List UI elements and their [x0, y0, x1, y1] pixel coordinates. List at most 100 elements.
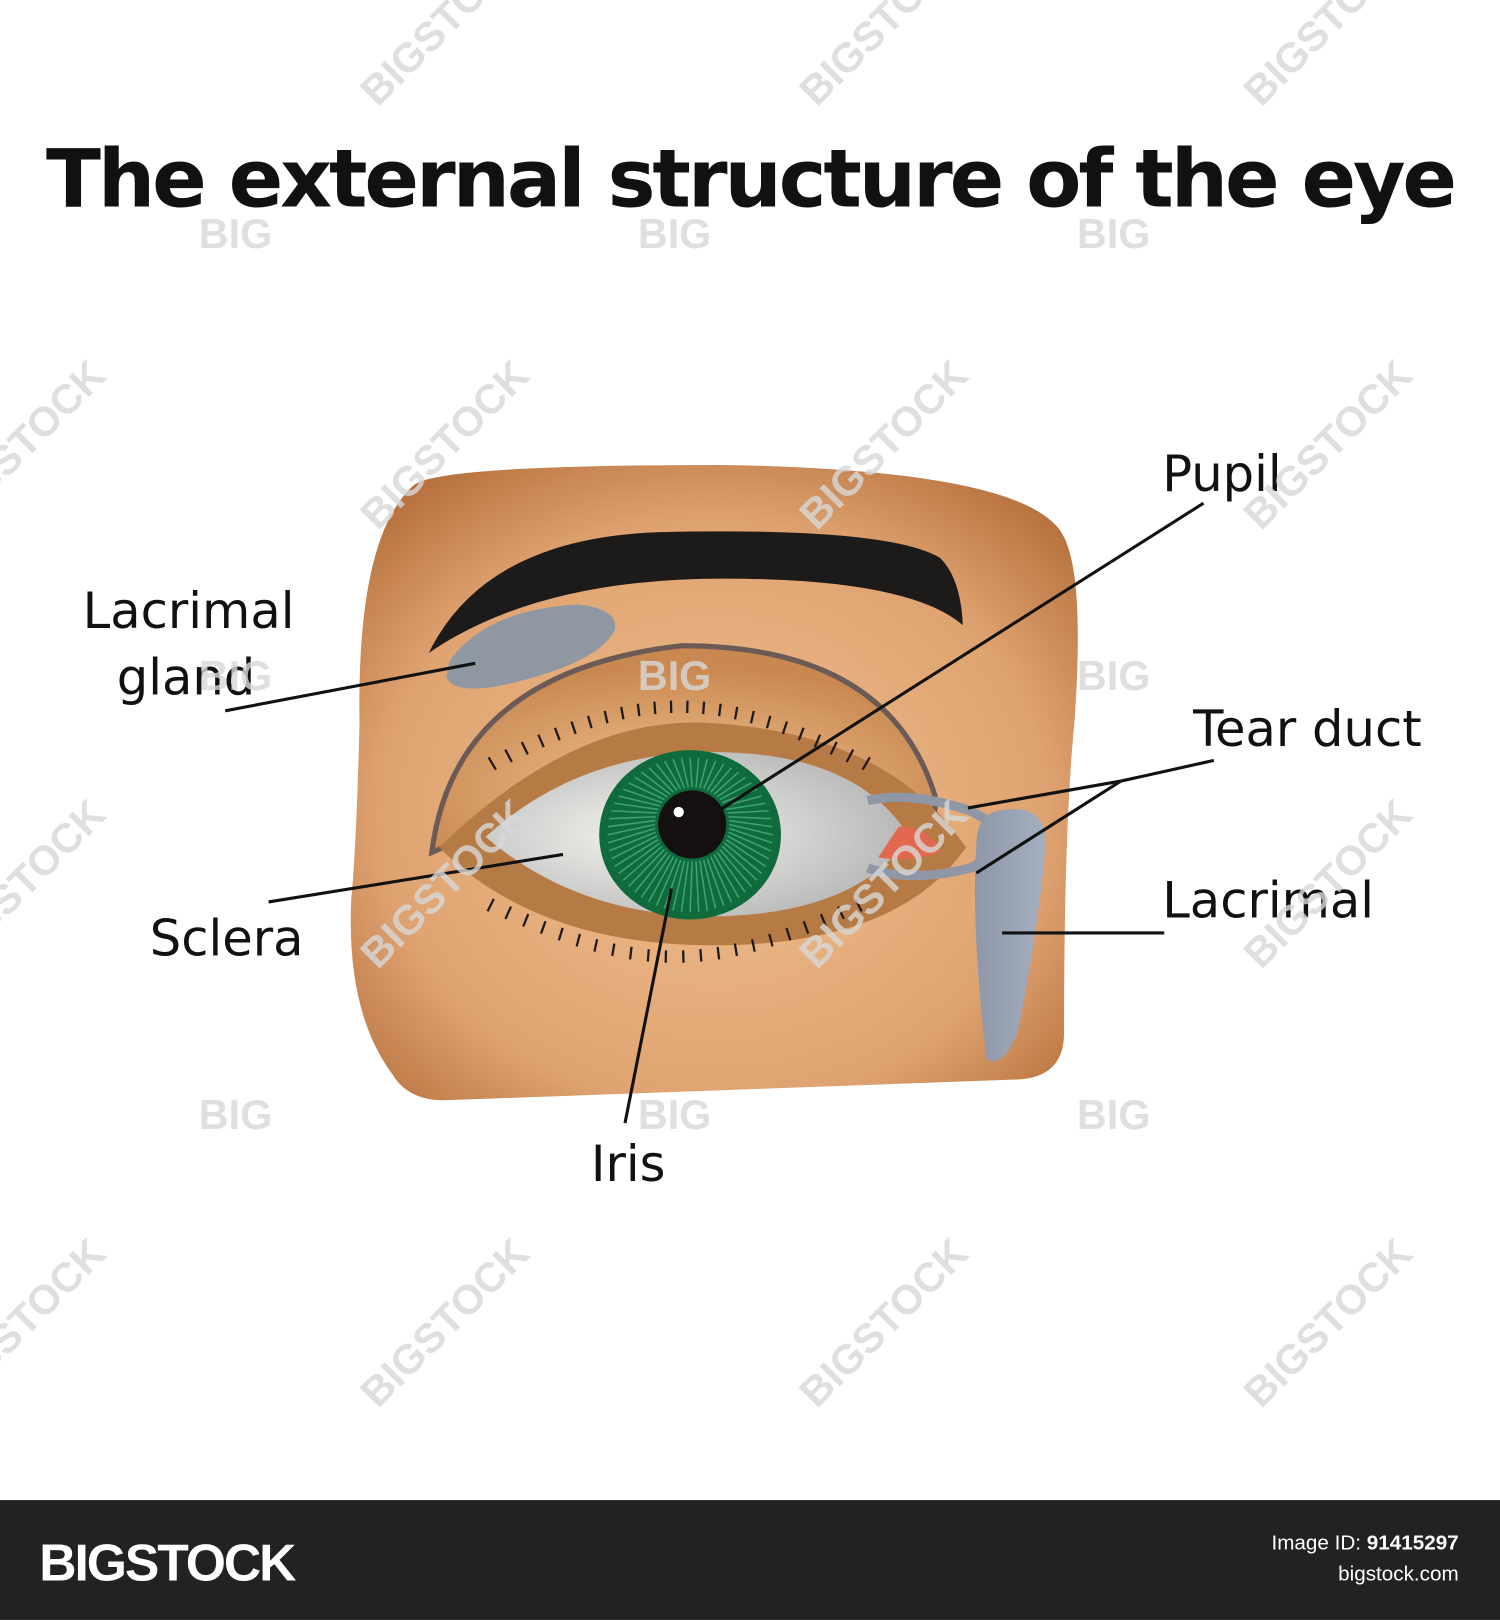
eyelash	[733, 943, 739, 957]
image-id-value: 91415297	[1367, 1532, 1459, 1555]
eyelash	[733, 706, 739, 720]
iris-striation	[699, 860, 709, 911]
eyelash	[575, 933, 581, 947]
eyelash	[749, 710, 755, 724]
iris-striation	[607, 819, 656, 828]
eyelash	[520, 741, 529, 755]
iris-striation	[608, 831, 657, 852]
eyelash	[553, 727, 561, 741]
eyelash	[620, 706, 625, 720]
watermark-small: BIG	[199, 211, 272, 257]
eyelash	[522, 913, 530, 927]
eyelash	[717, 703, 722, 717]
eyelash	[702, 701, 706, 715]
watermark: BIGSTOCK	[352, 0, 538, 114]
eyelash	[486, 898, 495, 912]
watermark: BIGSTOCK	[791, 0, 977, 114]
eyelash	[611, 943, 616, 957]
iris-striation	[614, 838, 659, 867]
eyelash	[487, 756, 497, 771]
iris-striation	[611, 810, 657, 814]
watermark: BIGSTOCK	[0, 791, 114, 977]
iris-striation	[609, 815, 656, 820]
footer-site: bigstock.com	[1338, 1563, 1459, 1586]
eyelash	[636, 703, 641, 717]
eyelash	[628, 946, 633, 960]
eyelash	[813, 734, 822, 748]
iris-striation	[618, 842, 661, 875]
watermark: BIGSTOCK	[791, 1230, 977, 1416]
iris-striation	[729, 819, 773, 828]
watermark: BIGSTOCK	[352, 1230, 538, 1416]
watermark: BIGSTOCK	[1235, 0, 1421, 114]
eyelash	[861, 756, 871, 771]
iris-striation	[672, 758, 686, 789]
eyelash	[504, 906, 513, 920]
label-lacrimal-gland-line1: Lacrimal	[83, 582, 295, 640]
iris-striation	[648, 856, 675, 903]
eyelash	[845, 749, 855, 763]
label-sclera: Sclera	[150, 910, 304, 968]
pupil-highlight	[673, 806, 684, 818]
iris-striation	[680, 861, 690, 912]
eyelash	[653, 701, 657, 715]
eyelash	[802, 920, 810, 935]
eyelash	[586, 715, 593, 729]
watermark-small: BIG	[638, 1092, 711, 1138]
iris-striation	[726, 802, 766, 811]
eyelash	[854, 898, 863, 912]
leader-lines	[224, 501, 1215, 1124]
eyebrow	[428, 531, 963, 653]
iris-striation	[706, 763, 725, 791]
eyelash	[570, 721, 577, 735]
eyelash	[785, 927, 792, 941]
label-lacrimal: Lacrimal	[1162, 871, 1374, 929]
eyelash	[699, 949, 703, 962]
image-id-label: Image ID:	[1271, 1532, 1361, 1555]
iris-striation	[622, 788, 663, 804]
iris-striation	[702, 760, 717, 790]
iris-striation	[695, 757, 700, 788]
eyelash	[765, 715, 772, 729]
iris-striation	[655, 763, 678, 791]
iris-striation	[710, 856, 733, 903]
iris-striation	[727, 810, 769, 814]
lacrimal-gland-shape	[446, 604, 616, 689]
iris-striation	[719, 782, 752, 801]
iris-striation	[622, 845, 663, 881]
watermark-small: BIG	[199, 653, 272, 699]
watermark-small: BIG	[199, 1092, 272, 1138]
iris-striation	[634, 851, 668, 893]
eyelash	[537, 734, 545, 748]
footer-image-id: Image ID: 91415297	[1271, 1532, 1458, 1555]
iris-striation	[710, 767, 732, 793]
iris-striation	[689, 757, 693, 788]
iris-striation	[729, 823, 773, 836]
footer-bar	[0, 1500, 1500, 1620]
iris-striation	[727, 835, 770, 860]
watermark-small: BIG	[1077, 211, 1150, 257]
watermark-small: BIG	[1077, 1092, 1150, 1138]
eyelash	[797, 727, 805, 741]
caruncle	[878, 826, 941, 860]
iris-striation	[695, 861, 700, 912]
label-pupil: Pupil	[1162, 445, 1281, 503]
label-tear-duct: Tear duct	[1192, 700, 1421, 758]
diagram-title: The external structure of the eye	[46, 133, 1454, 227]
iris-striation	[614, 802, 659, 811]
iris-striation	[672, 860, 686, 911]
eyelash	[603, 710, 609, 724]
iris-striation	[680, 757, 690, 788]
label-iris: Iris	[591, 1135, 666, 1193]
iris-striation	[716, 776, 746, 798]
eyelash	[819, 913, 828, 927]
eyelash	[781, 721, 789, 735]
eyelash	[646, 949, 650, 962]
watermark: BIGSTOCK	[1235, 1230, 1421, 1416]
watermark: BIGSTOCK	[0, 1230, 114, 1416]
iris-striation	[663, 760, 682, 790]
iris-striation	[721, 845, 758, 881]
iris-striation	[716, 851, 747, 893]
